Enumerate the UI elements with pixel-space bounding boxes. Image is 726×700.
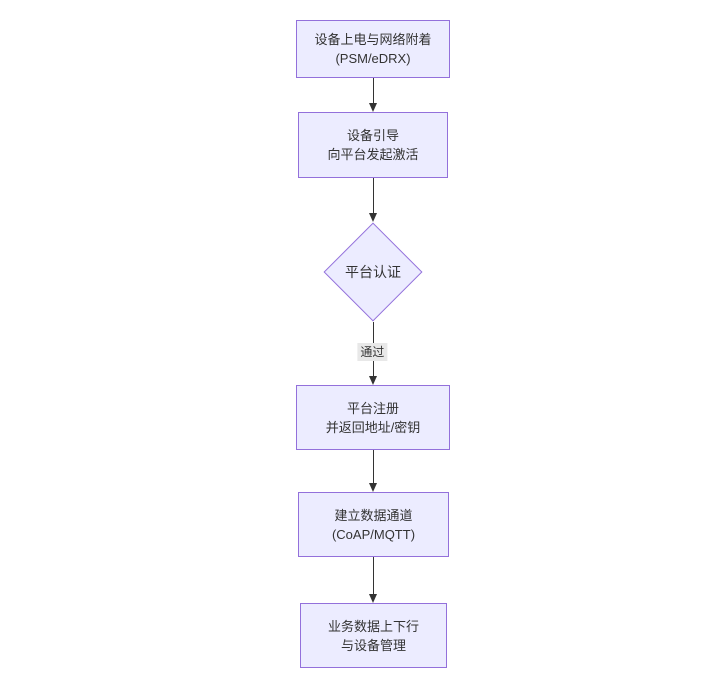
- edge-line-1: [373, 78, 374, 105]
- decision-platform-auth: 平台认证: [323, 222, 423, 322]
- arrowhead-down-icon: [369, 483, 377, 492]
- node-label-line: 并返回地址/密钥: [325, 419, 421, 435]
- node-label-line: 平台注册: [346, 400, 399, 416]
- node-label-line: 与设备管理: [340, 637, 406, 653]
- node-label-line: 向平台发起激活: [327, 147, 419, 162]
- arrowhead-down-icon: [369, 594, 377, 603]
- node-label-line: 建立数据通道: [334, 507, 413, 523]
- node-power-network-attach: 设备上电与网络附着 (PSM/eDRX): [296, 20, 450, 78]
- edge-label-pass: 通过: [357, 343, 388, 361]
- node-label-line: 业务数据上下行: [327, 618, 419, 634]
- node-label-line: 设备上电与网络附着: [314, 32, 432, 47]
- edge-line-2: [373, 178, 374, 215]
- node-label-line: (PSM/eDRX): [335, 51, 411, 66]
- arrowhead-down-icon: [369, 213, 377, 222]
- node-data-channel: 建立数据通道 (CoAP/MQTT): [298, 492, 449, 557]
- arrowhead-down-icon: [369, 103, 377, 112]
- edge-line-4: [373, 450, 374, 484]
- node-platform-register: 平台注册 并返回地址/密钥: [296, 385, 450, 450]
- edge-line-5: [373, 557, 374, 595]
- node-label-line: 平台认证: [345, 264, 401, 280]
- node-label-line: (CoAP/MQTT): [331, 526, 416, 542]
- node-label-line: 设备引导: [346, 128, 399, 143]
- node-device-bootstrap: 设备引导 向平台发起激活: [298, 112, 448, 178]
- node-business-data-mgmt: 业务数据上下行 与设备管理: [300, 603, 447, 668]
- arrowhead-down-icon: [369, 376, 377, 385]
